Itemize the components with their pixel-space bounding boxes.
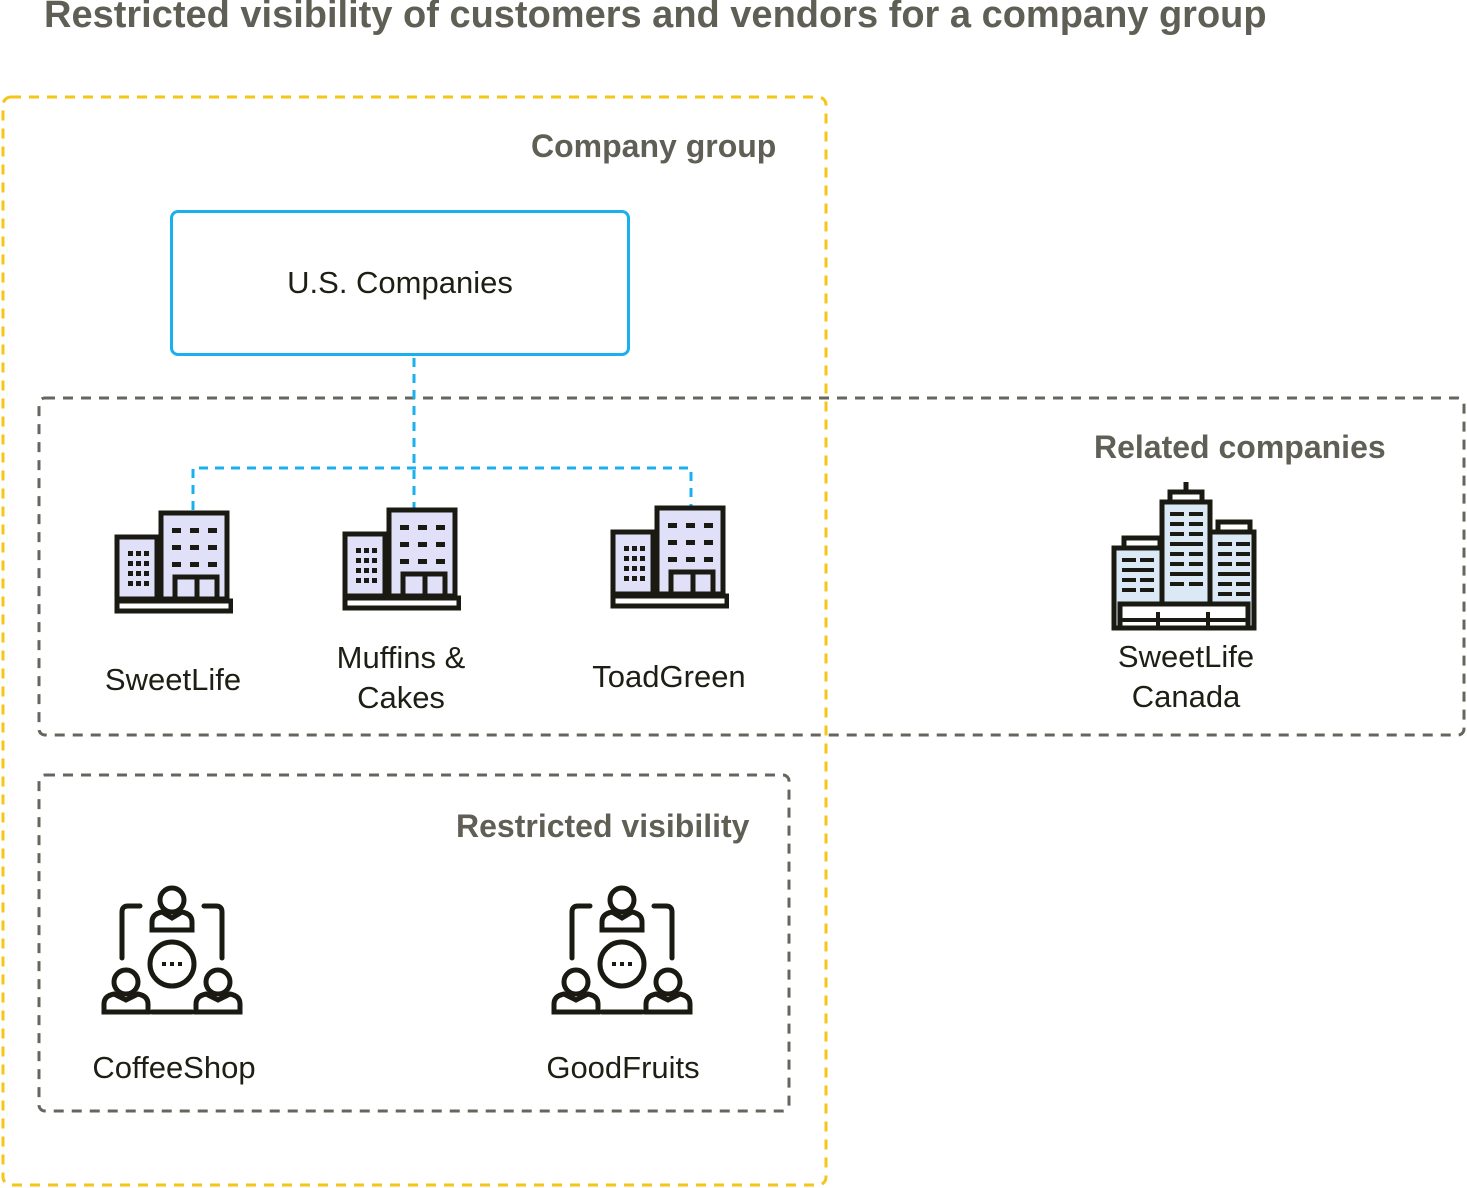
- company-sweetlife[interactable]: SweetLife: [104, 662, 242, 697]
- company-sweetlife-canada[interactable]: SweetLife Canada: [1117, 639, 1255, 714]
- us-companies-label: U.S. Companies: [287, 265, 513, 300]
- restricted-coffeeshop[interactable]: CoffeeShop: [92, 1050, 256, 1085]
- connector-lines: [191, 358, 693, 510]
- city-towers-icon: [1110, 480, 1260, 637]
- us-companies-node[interactable]: U.S. Companies: [170, 210, 630, 356]
- company-muffins-cakes[interactable]: Muffins & Cakes: [336, 640, 466, 715]
- company-toadgreen[interactable]: ToadGreen: [592, 659, 746, 694]
- restricted-visibility-border: [37, 773, 791, 1113]
- restricted-goodfruits[interactable]: GoodFruits: [546, 1050, 700, 1085]
- office-building-icon: [113, 509, 234, 620]
- related-companies-border: [37, 396, 1466, 737]
- user-network-icon: [550, 884, 694, 1023]
- office-building-icon: [609, 504, 730, 615]
- diagram-title: Restricted visibility of customers and v…: [44, 0, 1267, 36]
- company-group-border: [1, 95, 828, 1187]
- company-group-label: Company group: [531, 128, 777, 164]
- user-network-icon: [100, 884, 244, 1023]
- office-building-icon: [341, 506, 462, 617]
- related-companies-label: Related companies: [1094, 429, 1386, 465]
- restricted-visibility-label: Restricted visibility: [456, 808, 750, 844]
